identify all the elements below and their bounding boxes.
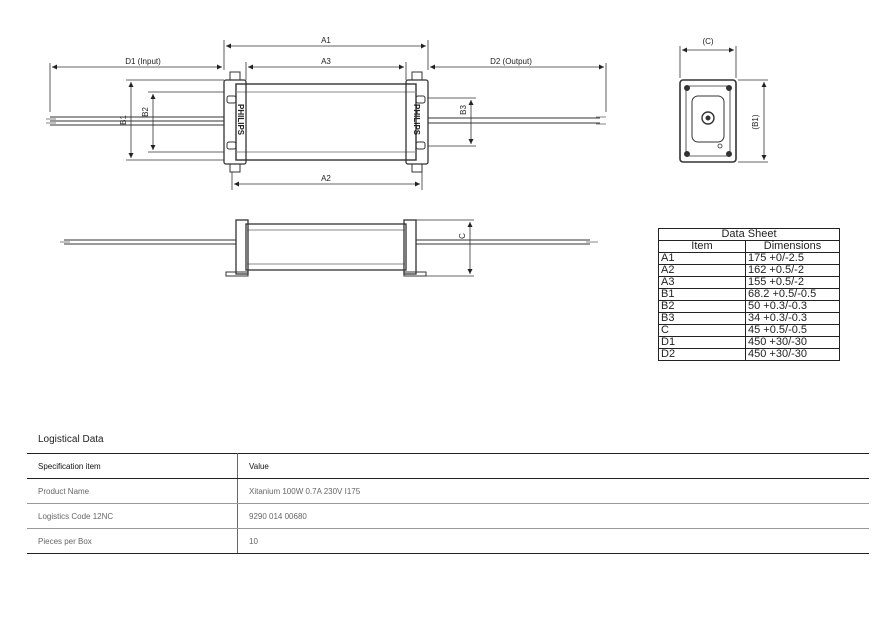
row-dimension: 175 +0/-2.5 bbox=[745, 252, 840, 265]
dim-label-b1-paren: (B1) bbox=[751, 114, 760, 129]
row-item: A2 bbox=[658, 264, 746, 277]
row-dimension: 450 +30/-30 bbox=[745, 348, 840, 361]
row-item: A3 bbox=[658, 276, 746, 289]
spec-item-cell: Logistics Code 12NC bbox=[27, 503, 238, 529]
spec-item-cell: Product Name bbox=[27, 478, 238, 504]
logistical-data-table: Specification item Value Product Name Xi… bbox=[27, 453, 869, 554]
side-view bbox=[60, 219, 598, 277]
housing-body bbox=[235, 83, 417, 161]
row-dimension: 45 +0.5/-0.5 bbox=[745, 324, 840, 337]
dim-label-c: C bbox=[458, 233, 467, 239]
table-row: Product Name Xitanium 100W 0.7A 230V I17… bbox=[27, 478, 869, 504]
dim-label-c-paren: (C) bbox=[702, 37, 713, 46]
dim-label-a1: A1 bbox=[321, 36, 331, 45]
row-item: B1 bbox=[658, 288, 746, 301]
row-dimension: 162 +0.5/-2 bbox=[745, 264, 840, 277]
col-header-item: Item bbox=[658, 240, 746, 253]
row-dimension: 50 +0.3/-0.3 bbox=[745, 300, 840, 313]
output-cable bbox=[428, 116, 606, 125]
brand-label-right: PHILIPS bbox=[412, 104, 421, 136]
row-dimension: 450 +30/-30 bbox=[745, 336, 840, 349]
row-dimension: 34 +0.3/-0.3 bbox=[745, 312, 840, 325]
dim-label-b2: B2 bbox=[141, 107, 150, 117]
value-cell: 9290 014 00680 bbox=[237, 503, 869, 529]
dim-label-d1: D1 (Input) bbox=[125, 57, 161, 66]
col-header-spec-item: Specification item bbox=[27, 453, 238, 479]
value-cell: Xitanium 100W 0.7A 230V I175 bbox=[237, 478, 869, 504]
col-header-dimensions: Dimensions bbox=[745, 240, 840, 253]
row-item: A1 bbox=[658, 252, 746, 265]
data-sheet-title: Data Sheet bbox=[658, 228, 840, 241]
row-item: B3 bbox=[658, 312, 746, 325]
spec-item-cell: Pieces per Box bbox=[27, 528, 238, 554]
input-cable bbox=[46, 116, 224, 126]
top-view bbox=[46, 71, 606, 173]
row-item: C bbox=[658, 324, 746, 337]
row-item: B2 bbox=[658, 300, 746, 313]
row-item: D1 bbox=[658, 336, 746, 349]
row-dimension: 68.2 +0.5/-0.5 bbox=[745, 288, 840, 301]
table-row: Logistics Code 12NC 9290 014 00680 bbox=[27, 503, 869, 529]
dim-label-a2: A2 bbox=[321, 174, 331, 183]
brand-label-left: PHILIPS bbox=[236, 104, 245, 136]
logistical-data-title: Logistical Data bbox=[38, 434, 104, 445]
table-row: Pieces per Box 10 bbox=[27, 528, 869, 554]
end-view bbox=[679, 46, 768, 163]
col-header-value: Value bbox=[237, 453, 869, 479]
table-header-row: Specification item Value bbox=[27, 453, 869, 479]
dim-label-b3: B3 bbox=[459, 105, 468, 115]
technical-drawing: PHILIPS PHILIPS A1 A3 A2 D1 (I bbox=[46, 36, 768, 277]
row-dimension: 155 +0.5/-2 bbox=[745, 276, 840, 289]
value-cell: 10 bbox=[237, 528, 869, 554]
row-item: D2 bbox=[658, 348, 746, 361]
dim-label-a3: A3 bbox=[321, 57, 331, 66]
dim-label-b1: B1 bbox=[119, 115, 128, 125]
dim-label-d2: D2 (Output) bbox=[490, 57, 532, 66]
